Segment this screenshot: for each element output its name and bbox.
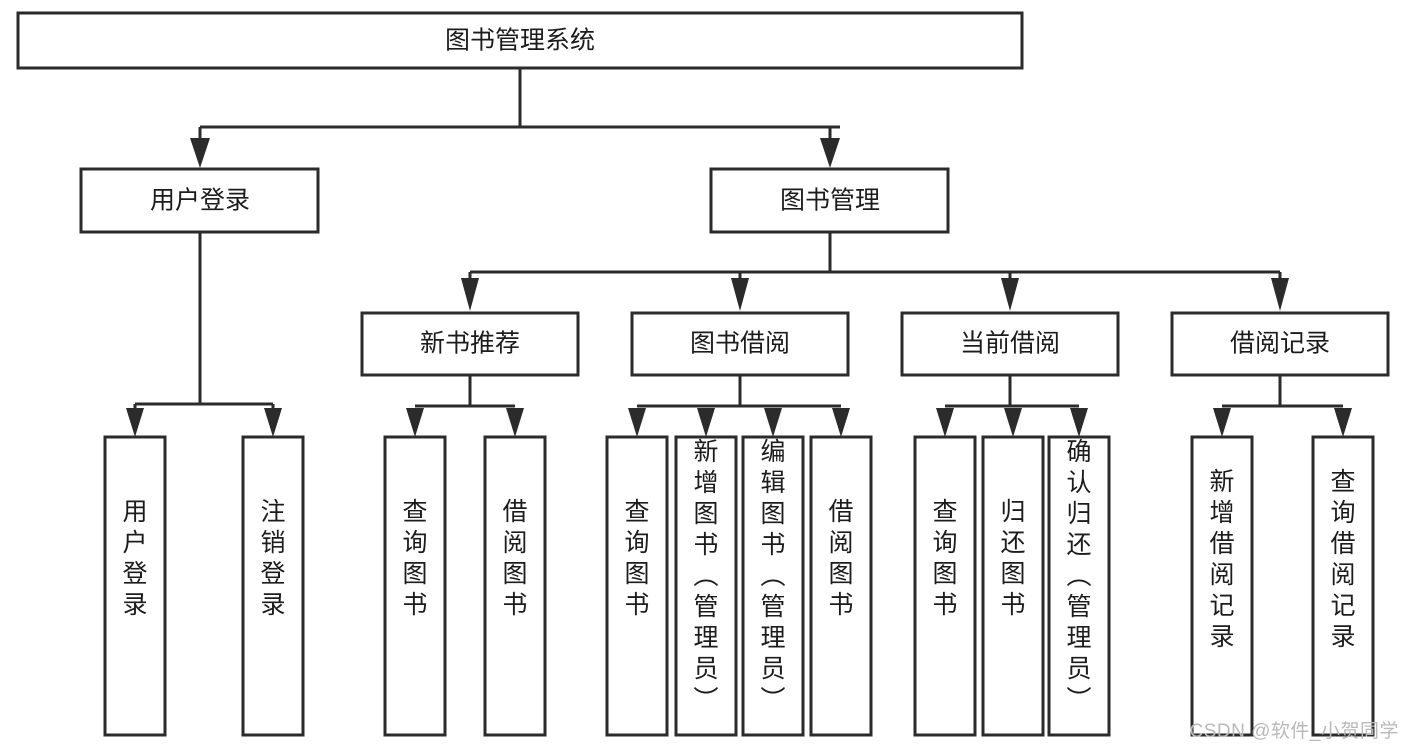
arrow-head-leaf-user-login <box>126 408 144 437</box>
leaf-node-add-book-label: 新增图书︵管理员︶ <box>693 438 718 714</box>
node-book-borrowing-box <box>630 311 850 377</box>
leaf-node-borrow-book-recommendation-label: 借阅图书 <box>502 498 527 619</box>
leaf-node-query-book-current[interactable]: 查询图书 <box>913 435 977 737</box>
connector-group-user-login-to-leaves <box>126 232 282 437</box>
leaf-node-confirm-return-label: 确认归还︵管理员︶ <box>1066 438 1091 714</box>
node-current-borrowing-box <box>900 311 1120 377</box>
leaf-node-logout-label: 注销登录 <box>260 498 285 619</box>
leaf-node-add-borrow-record-box <box>1190 435 1254 737</box>
leaf-node-query-book-current-label: 查询图书 <box>932 498 957 619</box>
leaf-node-return-book[interactable]: 归还图书 <box>981 435 1045 737</box>
node-new-book-recommendation[interactable]: 新书推荐 <box>360 311 580 377</box>
node-new-book-recommendation-box <box>360 311 580 377</box>
node-user-login-label: 用户登录 <box>150 187 250 215</box>
leaf-node-add-book-box <box>674 435 738 737</box>
node-book-borrowing-label: 图书借阅 <box>690 330 790 358</box>
arrow-head-leaf-logout <box>264 408 282 437</box>
leaf-node-query-book-recommendation[interactable]: 查询图书 <box>383 435 447 737</box>
leaf-node-return-book-label: 归还图书 <box>1000 498 1025 619</box>
arrow-head-leaf-add-book <box>697 408 715 437</box>
leaf-node-borrow-book-recommendation-box <box>483 435 547 737</box>
leaf-node-borrow-book-borrowing[interactable]: 借阅图书 <box>809 435 873 737</box>
leaf-node-query-book-recommendation-box <box>383 435 447 737</box>
arrow-head-records <box>1271 278 1289 311</box>
leaf-node-return-book-box <box>981 435 1045 737</box>
leaf-node-confirm-return[interactable]: 确认归还︵管理员︶ <box>1047 435 1111 737</box>
connector-group-current-to-leaves <box>936 375 1088 437</box>
leaf-node-user-login[interactable]: 用户登录 <box>103 435 167 737</box>
node-book-management-label: 图书管理 <box>780 187 880 215</box>
leaf-node-query-book-recommendation-label: 查询图书 <box>402 498 427 619</box>
arrow-head-user-login <box>190 138 210 168</box>
node-root-book-management-system[interactable]: 图书管理系统 <box>16 11 1024 70</box>
leaf-node-query-book-borrowing-box <box>605 435 669 737</box>
arrow-head-leaf-add-record <box>1213 408 1231 437</box>
leaf-node-query-borrow-record-box <box>1311 435 1375 737</box>
node-borrowing-records[interactable]: 借阅记录 <box>1170 311 1390 377</box>
leaf-node-confirm-return-box <box>1047 435 1111 737</box>
node-book-borrowing[interactable]: 图书借阅 <box>630 311 850 377</box>
arrow-head-leaf-query-record <box>1334 408 1352 437</box>
leaf-node-add-borrow-record-label: 新增借阅记录 <box>1209 468 1234 651</box>
leaf-node-borrow-book-borrowing-box <box>809 435 873 737</box>
node-book-management[interactable]: 图书管理 <box>709 167 950 234</box>
arrow-head-leaf-borrow-book-b <box>832 408 850 437</box>
connector-group-borrow-to-leaves <box>628 375 850 437</box>
arrow-head-leaf-query-book-c <box>936 408 954 437</box>
node-borrowing-records-label: 借阅记录 <box>1230 330 1330 358</box>
node-new-book-recommendation-label: 新书推荐 <box>420 330 520 358</box>
leaf-node-add-book[interactable]: 新增图书︵管理员︶ <box>674 435 738 737</box>
arrow-head-borrow <box>731 278 749 311</box>
arrow-head-leaf-edit-book <box>764 408 782 437</box>
leaf-node-logout[interactable]: 注销登录 <box>241 435 305 737</box>
leaf-node-edit-book-label: 编辑图书︵管理员︶ <box>760 438 785 714</box>
connector-group-records-to-leaves <box>1213 375 1352 437</box>
leaf-node-borrow-book-recommendation[interactable]: 借阅图书 <box>483 435 547 737</box>
arrow-head-leaf-return-book <box>1004 408 1022 437</box>
node-book-management-box <box>709 167 950 234</box>
node-root-label: 图书管理系统 <box>445 27 595 55</box>
arrow-head-leaf-confirm-return <box>1070 408 1088 437</box>
arrow-head-new-books <box>461 278 479 311</box>
node-current-borrowing[interactable]: 当前借阅 <box>900 311 1120 377</box>
leaf-node-query-borrow-record-label: 查询借阅记录 <box>1330 468 1355 651</box>
leaf-node-borrow-book-borrowing-label: 借阅图书 <box>828 498 853 619</box>
node-root-box <box>16 11 1024 70</box>
node-current-borrowing-label: 当前借阅 <box>960 330 1060 358</box>
node-borrowing-records-box <box>1170 311 1390 377</box>
leaf-node-query-book-current-box <box>913 435 977 737</box>
arrow-head-leaf-query-book-b <box>628 408 646 437</box>
arrow-head-book-mgmt <box>820 138 840 168</box>
arrow-head-current <box>1001 278 1019 311</box>
leaf-node-edit-book[interactable]: 编辑图书︵管理员︶ <box>741 435 805 737</box>
connector-group-book-mgmt-to-level3 <box>461 232 1289 311</box>
leaf-node-logout-box <box>241 435 305 737</box>
leaf-node-query-borrow-record[interactable]: 查询借阅记录 <box>1311 435 1375 737</box>
leaf-node-edit-book-box <box>741 435 805 737</box>
arrow-head-leaf-borrow-book-nb <box>506 408 524 437</box>
leaf-node-add-borrow-record[interactable]: 新增借阅记录 <box>1190 435 1254 737</box>
leaf-node-query-book-borrowing[interactable]: 查询图书 <box>605 435 669 737</box>
node-user-login[interactable]: 用户登录 <box>79 167 320 234</box>
connector-group-root-to-level2 <box>190 68 840 168</box>
connector-group-new-books-to-leaves <box>406 375 524 437</box>
leaf-node-user-login-box <box>103 435 167 737</box>
arrow-head-leaf-query-book-nb <box>406 408 424 437</box>
node-user-login-box <box>79 167 320 234</box>
leaf-node-query-book-borrowing-label: 查询图书 <box>624 498 649 619</box>
leaf-node-user-login-label: 用户登录 <box>122 498 147 619</box>
